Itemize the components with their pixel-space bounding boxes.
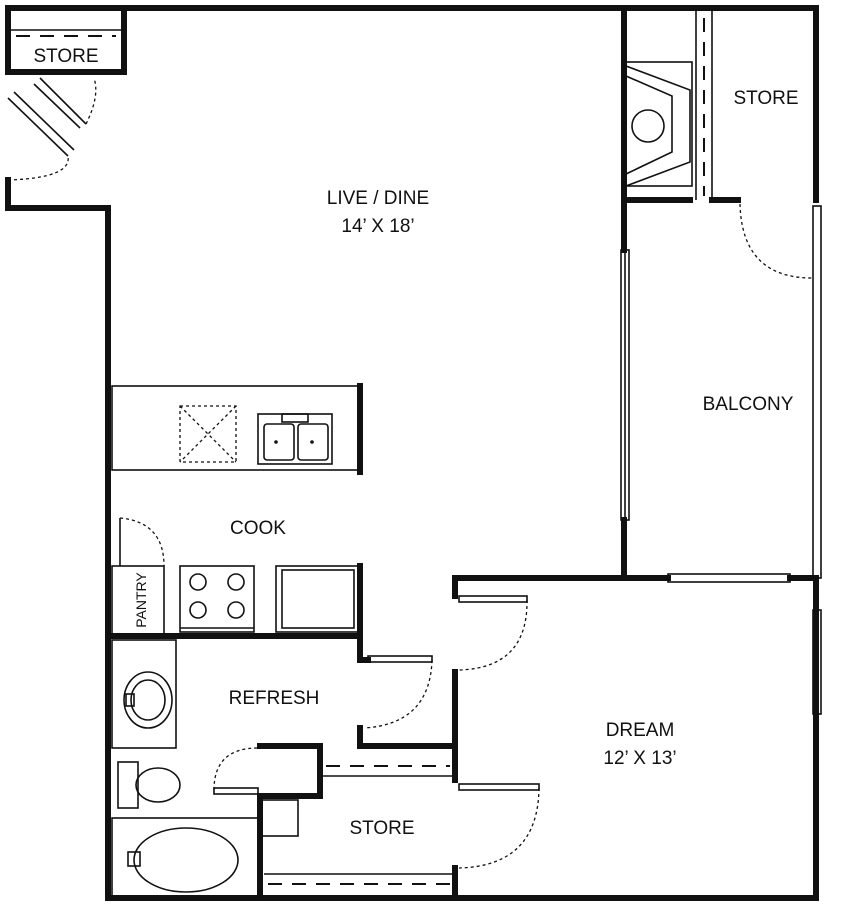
bath-inner-door[interactable] — [213, 747, 259, 795]
entry-door[interactable] — [7, 77, 97, 181]
range-icon — [179, 565, 255, 633]
doors — [7, 77, 813, 869]
label-dream-size: 12’ X 13’ — [603, 748, 676, 769]
label-pantry: PANTRY — [133, 572, 149, 628]
windows — [620, 205, 822, 715]
label-live-dine-size: 14’ X 18’ — [341, 216, 414, 237]
store-door[interactable] — [458, 783, 540, 869]
room-labels: STORE STORE LIVE / DINE 14’ X 18’ BALCON… — [33, 46, 798, 839]
bedroom-door[interactable] — [458, 595, 528, 671]
fireplace-grate-icon — [631, 109, 665, 143]
bathtub-icon — [111, 817, 261, 899]
balcony-door-swing[interactable] — [739, 203, 813, 279]
fireplace — [623, 61, 693, 187]
bath-door[interactable] — [363, 655, 433, 729]
cooktop-icon — [179, 405, 237, 463]
label-balcony: BALCONY — [703, 394, 794, 415]
refrigerator-icon — [275, 565, 359, 633]
label-store-bottom: STORE — [349, 818, 414, 839]
label-live-dine: LIVE / DINE — [327, 188, 429, 209]
label-cook: COOK — [230, 518, 286, 539]
bath-sink-icon — [123, 671, 173, 729]
label-store-top-left: STORE — [33, 46, 98, 67]
walls — [5, 5, 819, 901]
label-refresh: REFRESH — [229, 688, 320, 709]
toilet-icon — [117, 761, 181, 809]
kitchen-sink-icon — [257, 413, 333, 465]
fixtures — [8, 8, 713, 899]
label-store-top-right: STORE — [733, 88, 798, 109]
label-dream: DREAM — [606, 720, 675, 741]
pantry-box — [111, 565, 165, 635]
